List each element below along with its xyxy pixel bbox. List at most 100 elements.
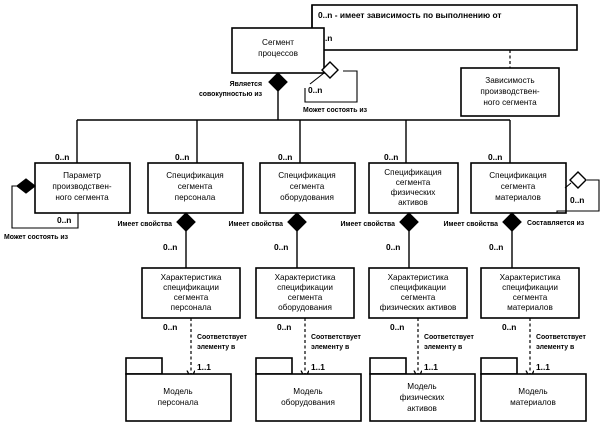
node-dependency-line1: Зависимость: [485, 76, 534, 85]
mult-model-materials: 1..1: [536, 362, 550, 372]
edge-spec-personnel-has-props: Имеет свойства 0..n: [117, 212, 196, 268]
mult-param-top: 0..n: [55, 152, 69, 162]
diamond-equipment-props: [287, 212, 307, 232]
node-spec-physical-line2: сегмента: [396, 178, 431, 187]
node-char-materials-line2: спецификации: [502, 283, 558, 292]
node-char-physical-line2: спецификации: [390, 283, 446, 292]
node-dependency-line2: производствен-: [480, 87, 539, 96]
node-char-materials-line3: сегмента: [513, 293, 548, 302]
node-char-physical-line1: Характеристика: [388, 273, 449, 282]
node-dependency-line3: ного сегмента: [483, 98, 537, 107]
node-spec-materials-line1: Спецификация: [489, 171, 547, 180]
mult-equipment-top: 0..n: [278, 152, 292, 162]
mult-char-physical-top: 0..n: [386, 242, 400, 252]
node-spec-physical-assets: Спецификация сегмента физических активов: [368, 162, 459, 214]
node-char-physical-line3: сегмента: [401, 293, 436, 302]
dependency-note-mult: 0..n: [318, 33, 332, 43]
node-model-physical-assets: Модель физических активов: [369, 357, 476, 422]
node-model-equipment-line2: оборудования: [281, 398, 335, 407]
label-corresponds-materials-2: элементу в: [536, 344, 574, 351]
label-has-props-materials: Имеет свойства: [443, 220, 498, 228]
node-model-physical-line2: физических: [400, 393, 445, 402]
label-corresponds-equipment-2: элементу в: [311, 344, 349, 351]
mult-param-bottom: 0..n: [57, 215, 71, 225]
node-char-materials-line1: Характеристика: [500, 273, 561, 282]
aggregation-diamond-open: [321, 61, 339, 79]
aggregation-diamond-filled-param: [16, 178, 36, 194]
node-model-physical-line3: активов: [407, 404, 437, 413]
node-spec-equipment-line1: Спецификация: [278, 171, 336, 180]
edge-spec-materials-has-props: Имеет свойства 0..n: [443, 212, 522, 268]
label-has-props-personnel: Имеет свойства: [117, 220, 172, 228]
node-char-personnel-line1: Характеристика: [161, 273, 222, 282]
edge-process-aggregation: Является совокупностью из: [199, 72, 288, 120]
edge-char-personnel-to-model: 0..n Соответствует элементу в 1..1: [163, 318, 248, 378]
node-char-personnel-line4: персонала: [171, 303, 212, 312]
mult-char-personnel-top: 0..n: [163, 242, 177, 252]
edge-process-self-loop: 0..n Может состоять из: [303, 61, 368, 114]
node-spec-equipment-line2: сегмента: [290, 182, 325, 191]
node-char-equipment-line3: сегмента: [288, 293, 323, 302]
node-char-equipment-line1: Характеристика: [275, 273, 336, 282]
node-process-segment-line2: процессов: [258, 49, 298, 58]
node-process-segment-line1: Сегмент: [262, 38, 294, 47]
node-char-materials-line4: материалов: [507, 303, 553, 312]
edge-spec-equipment-has-props: Имеет свойства 0..n: [228, 212, 307, 268]
diamond-physical-props: [399, 212, 419, 232]
node-param-segment-line3: ного сегмента: [55, 193, 109, 202]
node-spec-personnel-line3: персонала: [175, 193, 216, 202]
mult-char-physical-bottom: 0..n: [390, 322, 404, 332]
edge-char-physical-to-model: 0..n Соответствует элементу в 1..1: [390, 318, 475, 378]
node-spec-materials: Спецификация сегмента материалов: [470, 162, 567, 214]
node-char-personnel: Характеристика спецификации сегмента пер…: [141, 267, 241, 319]
mult-char-materials-bottom: 0..n: [502, 322, 516, 332]
mult-materials-top: 0..n: [488, 152, 502, 162]
self-loop-label: Может состоять из: [303, 107, 368, 114]
dependency-note-label: 0..n - имеет зависимость по выполнению о…: [318, 10, 501, 20]
node-param-segment-line1: Параметр: [63, 171, 101, 180]
node-char-physical-line4: физических активов: [380, 303, 457, 312]
node-spec-materials-line2: сегмента: [501, 182, 536, 191]
bus-specifications: [76, 119, 511, 163]
mult-model-equipment: 1..1: [311, 362, 325, 372]
mult-char-materials-top: 0..n: [489, 242, 503, 252]
label-corresponds-physical-1: Соответствует: [424, 334, 475, 341]
mult-physical-top: 0..n: [384, 152, 398, 162]
edge-materials-self-loop: 0..n Составляется из: [527, 171, 600, 227]
node-model-personnel-line1: Модель: [163, 387, 192, 396]
node-model-personnel: Модель персонала: [125, 357, 232, 422]
mult-personnel-top: 0..n: [175, 152, 189, 162]
node-spec-physical-line3: физических: [391, 188, 436, 197]
node-char-personnel-line2: спецификации: [163, 283, 219, 292]
diamond-materials-props: [502, 212, 522, 232]
edge-spec-physical-has-props: Имеет свойства 0..n: [340, 212, 419, 268]
node-model-equipment: Модель оборудования: [255, 357, 362, 422]
param-self-loop-label: Может состоять из: [4, 234, 69, 241]
node-model-materials-line1: Модель: [518, 387, 547, 396]
node-model-physical-line1: Модель: [407, 382, 436, 391]
is-collection-label-1: Является: [230, 81, 262, 88]
node-spec-materials-line3: материалов: [495, 193, 541, 202]
node-spec-equipment-line3: оборудования: [280, 193, 334, 202]
label-corresponds-personnel-1: Соответствует: [197, 334, 248, 341]
mult-materials-loop: 0..n: [570, 195, 584, 205]
node-char-equipment: Характеристика спецификации сегмента обо…: [255, 267, 355, 319]
edge-param-self-loop: 0..n Может состоять из: [4, 178, 79, 241]
materials-loop-label: Составляется из: [527, 220, 585, 227]
is-collection-label-2: совокупностью из: [199, 91, 263, 98]
node-model-equipment-line1: Модель: [293, 387, 322, 396]
node-spec-physical-line4: активов: [398, 198, 428, 207]
mult-char-equipment-top: 0..n: [274, 242, 288, 252]
self-loop-mult: 0..n: [308, 85, 322, 95]
mult-model-personnel: 1..1: [197, 362, 211, 372]
node-char-personnel-line3: сегмента: [174, 293, 209, 302]
node-param-segment-line2: производствен-: [52, 182, 111, 191]
edge-char-materials-to-model: 0..n Соответствует элементу в 1..1: [502, 318, 587, 378]
node-spec-physical-line1: Спецификация: [384, 168, 442, 177]
node-char-equipment-line2: спецификации: [277, 283, 333, 292]
node-spec-personnel-line2: сегмента: [178, 182, 213, 191]
mult-char-equipment-bottom: 0..n: [277, 322, 291, 332]
node-dependency: Зависимость производствен- ного сегмента: [460, 67, 560, 117]
node-param-segment: Параметр производствен- ного сегмента: [34, 162, 131, 214]
node-spec-equipment: Спецификация сегмента оборудования: [259, 162, 356, 214]
